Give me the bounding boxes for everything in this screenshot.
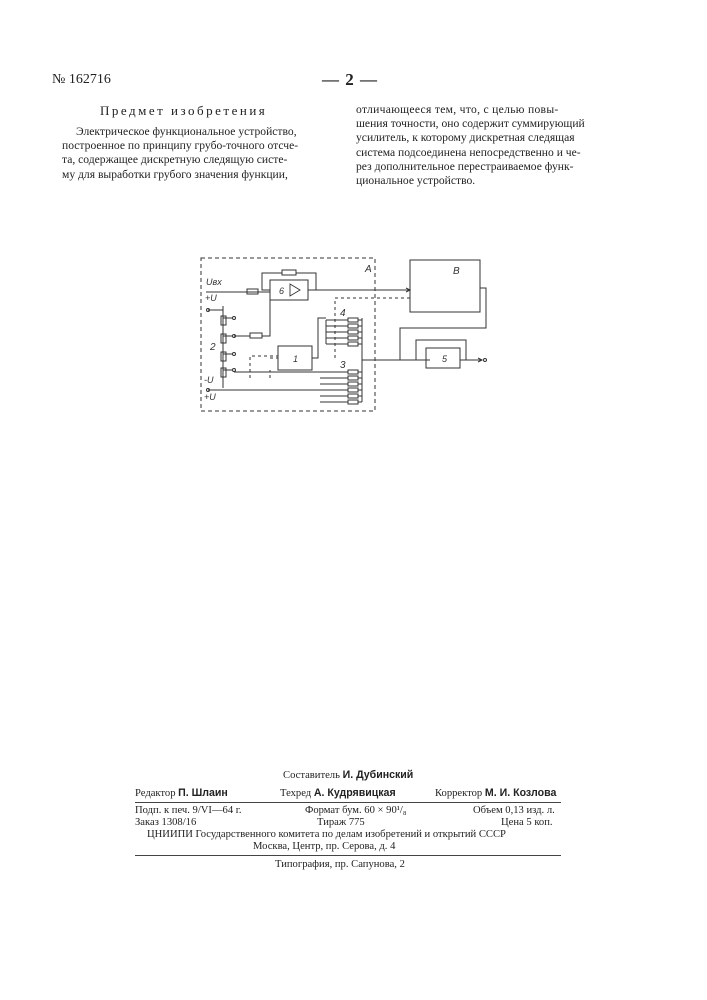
block-b-label: B bbox=[453, 266, 460, 277]
page-number: — 2 — bbox=[322, 70, 378, 90]
claim-heading: Предмет изобретения bbox=[100, 103, 267, 119]
price: Цена 5 коп. bbox=[501, 817, 553, 828]
block-1-label: 1 bbox=[293, 354, 298, 364]
amplifier-6 bbox=[270, 280, 308, 300]
techred-label: Техред bbox=[280, 788, 311, 799]
plus-u-label: +U bbox=[205, 293, 217, 303]
claim-line: система подсоединена непосредственно и ч… bbox=[356, 146, 632, 160]
institute: ЦНИИПИ Государственного комитета по дела… bbox=[147, 829, 506, 840]
claim-line: усилитель, к которому дискретная следяща… bbox=[356, 131, 632, 145]
printing-house: Типография, пр. Сапунова, 2 bbox=[275, 859, 405, 870]
compiler-name: И. Дубинский bbox=[343, 769, 414, 781]
ladder-2-label: 2 bbox=[209, 342, 216, 353]
volume: Объем 0,13 изд. л. bbox=[473, 805, 555, 816]
claim-line: Электрическое функциональное устройство, bbox=[62, 125, 332, 139]
address: Москва, Центр, пр. Серова, д. 4 bbox=[253, 841, 395, 852]
claim-line: циональное устройство. bbox=[356, 174, 632, 188]
group-4-label: 4 bbox=[340, 308, 346, 319]
claim-line: шения точности, оно содержит суммирующий bbox=[356, 117, 632, 131]
block-b bbox=[410, 260, 480, 312]
group-3-label: 3 bbox=[340, 360, 346, 371]
minus-u-label: -U bbox=[204, 375, 214, 385]
claim-line: та, содержащее дискретную следящую систе… bbox=[62, 153, 332, 167]
u-in-label: Uвх bbox=[206, 277, 222, 287]
switch-group-4 bbox=[326, 318, 358, 346]
claim-line: рез дополнительное перестраиваемое функ- bbox=[356, 160, 632, 174]
signed-date: Подп. к печ. 9/VI—64 г. bbox=[135, 805, 242, 816]
claim-line: му для выработки грубого значения функци… bbox=[62, 168, 332, 182]
paper-format: Формат бум. 60 × 90¹/₈ bbox=[305, 805, 407, 816]
divider bbox=[135, 855, 561, 856]
block-a-label: A bbox=[364, 264, 372, 275]
corrector-name: М. И. Козлова bbox=[485, 787, 556, 799]
claim-line: построенное по принципу грубо-точного от… bbox=[62, 139, 332, 153]
techred-name: А. Кудрявицкая bbox=[314, 787, 396, 799]
block-5-label: 5 bbox=[442, 354, 448, 364]
order-number: Заказ 1308/16 bbox=[135, 817, 196, 828]
editor-name: П. Шлаин bbox=[178, 787, 228, 799]
claim-right-column: отличающееся тем, что, с целью повы- шен… bbox=[356, 103, 632, 188]
claim-line: отличающееся тем, что, с целью повы- bbox=[356, 103, 632, 117]
circuit-diagram: A 6 B Uвх +U 2 1 4 bbox=[190, 248, 500, 428]
corrector-label: Корректор bbox=[435, 788, 482, 799]
patent-number: № 162716 bbox=[52, 72, 111, 88]
print-run: Тираж 775 bbox=[317, 817, 365, 828]
editor-label: Редактор bbox=[135, 788, 176, 799]
claim-left-column: Электрическое функциональное устройство,… bbox=[62, 125, 332, 182]
divider bbox=[135, 802, 561, 803]
amplifier-6-label: 6 bbox=[279, 286, 284, 296]
minus-u-2-label: +U bbox=[204, 392, 216, 402]
compiler-label: Составитель bbox=[283, 770, 340, 781]
switch-group-3 bbox=[226, 370, 358, 404]
